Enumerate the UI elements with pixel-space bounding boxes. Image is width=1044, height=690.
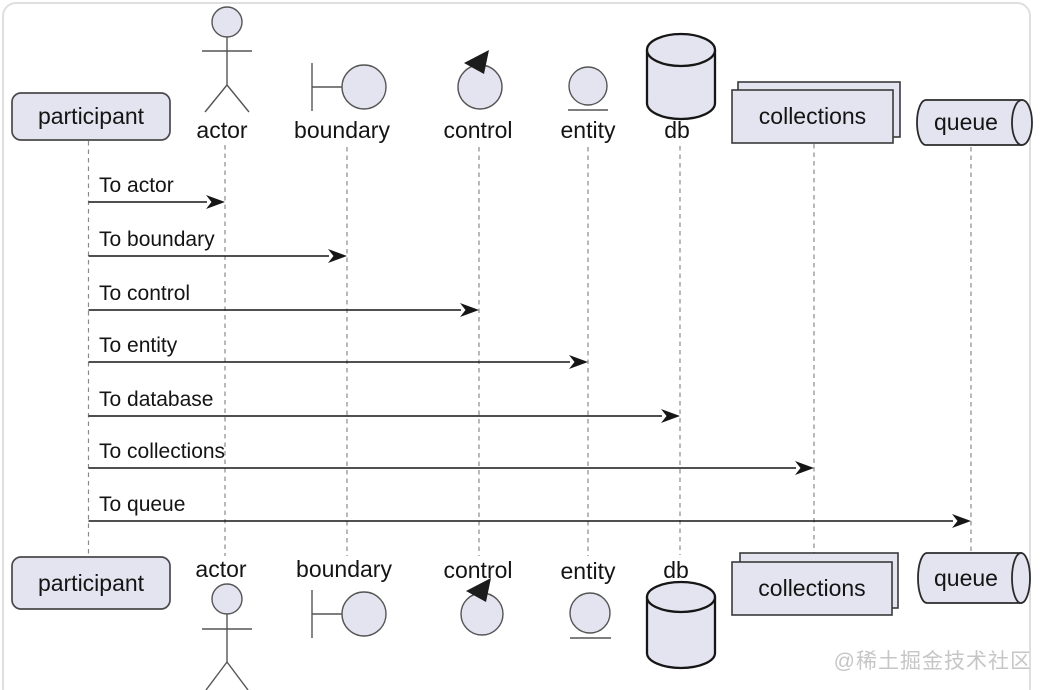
- arrowhead-icon: [206, 195, 225, 209]
- message-label-to-control: To control: [99, 282, 191, 305]
- boundary-label-top: boundary: [294, 117, 390, 143]
- boundary-icon-top: [311, 63, 387, 111]
- control-label-bottom: control: [443, 557, 513, 583]
- arrowhead-icon: [661, 409, 680, 423]
- actor-icon-bottom: [202, 583, 252, 690]
- queue-label-bottom: queue: [934, 564, 998, 591]
- arrowhead-icon: [795, 461, 814, 475]
- collections-label-top: collections: [758, 103, 867, 129]
- message-label-to-collections: To collections: [99, 440, 226, 463]
- participant-label-top: participant: [37, 103, 145, 129]
- arrowhead-icon: [460, 303, 479, 317]
- collections-label-bottom: collections: [758, 575, 866, 601]
- entity-icon-bottom: [569, 592, 611, 639]
- actor-label-bottom: actor: [195, 556, 247, 582]
- participant-box-bottom: [11, 556, 171, 610]
- message-label-to-queue: To queue: [99, 493, 186, 516]
- participant-label-bottom: participant: [37, 569, 145, 596]
- message-label-to-entity: To entity: [99, 334, 178, 357]
- actor-icon-top: [202, 6, 252, 113]
- queue-icon-bottom: [917, 552, 1031, 604]
- db-label-bottom: db: [663, 557, 689, 583]
- control-icon-bottom: [460, 578, 504, 636]
- database-icon-bottom: [645, 580, 717, 670]
- collections-icon-bottom: [731, 552, 899, 616]
- db-label-top: db: [664, 117, 690, 143]
- control-label-top: control: [443, 117, 513, 143]
- boundary-icon-bottom: [311, 590, 387, 638]
- message-label-to-boundary: To boundary: [99, 228, 215, 251]
- queue-icon-top: [916, 99, 1033, 146]
- actor-label-top: actor: [196, 117, 248, 143]
- entity-label-top: entity: [560, 117, 616, 143]
- boundary-label-bottom: boundary: [296, 556, 392, 582]
- database-icon-top: [645, 32, 717, 121]
- entity-icon-top: [568, 66, 608, 111]
- watermark-text: @稀土掘金技术社区: [833, 650, 1032, 673]
- participant-box-top: [11, 92, 171, 141]
- message-label-to-actor: To actor: [99, 174, 174, 197]
- queue-label-top: queue: [934, 109, 998, 135]
- message-label-to-database: To database: [99, 388, 214, 411]
- arrowhead-icon: [952, 514, 971, 528]
- control-icon-top: [457, 50, 503, 110]
- collections-icon-top: [731, 81, 901, 144]
- message-arrows: [88, 195, 971, 528]
- lifelines: [87, 141, 972, 556]
- entity-label-bottom: entity: [560, 558, 616, 584]
- arrowhead-icon: [328, 249, 347, 263]
- arrowhead-icon: [569, 355, 588, 369]
